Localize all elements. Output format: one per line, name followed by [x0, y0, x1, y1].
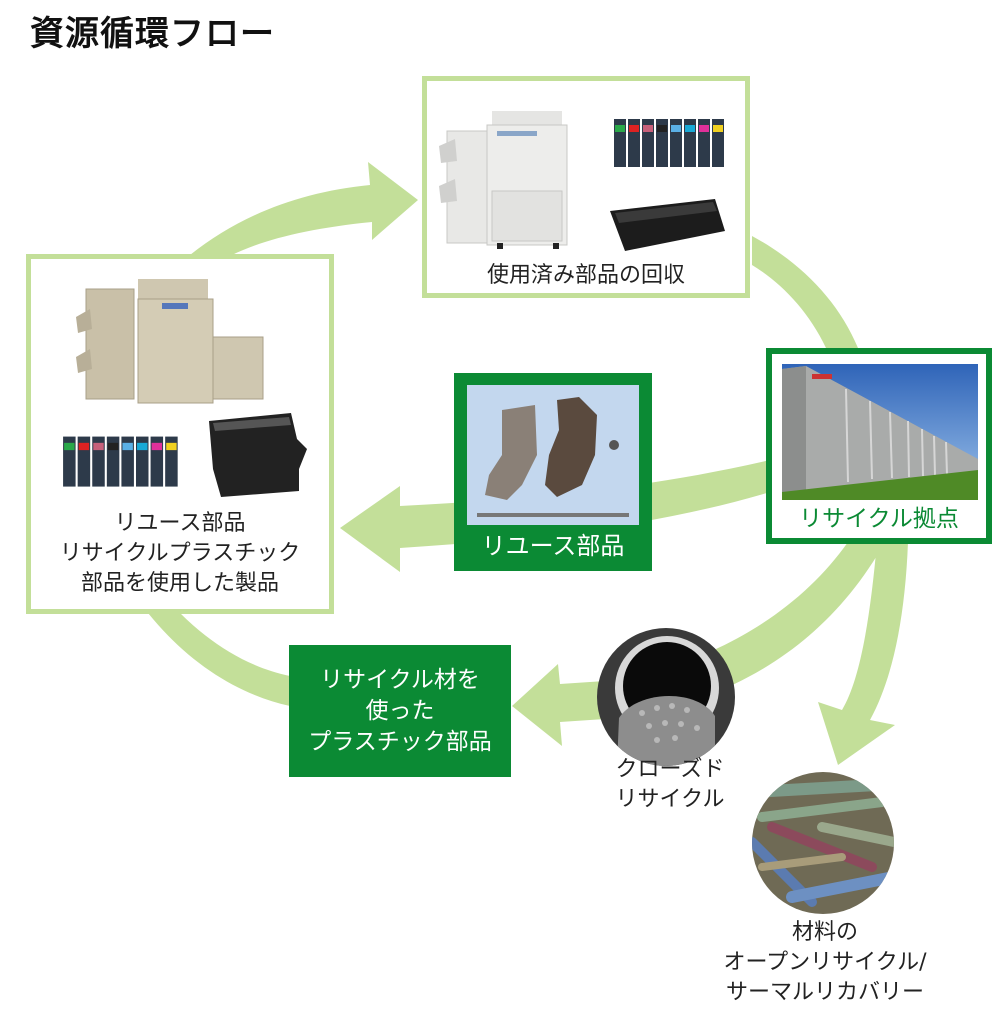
products-label-3: 部品を使用した製品 [80, 571, 279, 596]
recycled-plastic-label-3: プラスチック部品 [308, 729, 492, 755]
open-recycle-label-1: 材料の [791, 920, 858, 945]
open-recycle-label-2: オープンリサイクル/ [723, 950, 927, 975]
copier-image [76, 279, 264, 404]
node-recycled-plastic: リサイクル材を 使った プラスチック部品 [289, 645, 511, 777]
products-label-2: リサイクルプラスチック [59, 541, 301, 566]
node-recycling-center: リサイクル拠点 [766, 348, 992, 544]
recycling-center-label: リサイクル拠点 [799, 506, 959, 532]
node-collection: 使用済み部品の回収 [422, 76, 750, 298]
toner-cartridge-image [610, 199, 725, 251]
arrow-products-to-collection [190, 162, 418, 255]
copier-image [439, 111, 568, 249]
node-products: リユース部品 リサイクルプラスチック 部品を使用した製品 [26, 254, 334, 614]
open-recycle-label-3: サーマルリカバリー [725, 980, 924, 1005]
plastic-pellets-image [597, 628, 735, 766]
metal-parts-image [467, 385, 639, 525]
closed-recycle-label-1: クローズド [615, 757, 725, 782]
arrow-plastic-to-products [148, 613, 290, 706]
arrow-collection-to-center [752, 236, 858, 348]
node-reuse-parts: リユース部品 [454, 373, 652, 571]
products-label-1: リユース部品 [114, 511, 246, 536]
recycled-plastic-label-2: 使った [365, 698, 435, 724]
ink-cartridges-image [614, 119, 724, 167]
open-recycle-label: 材料の オープンリサイクル/ サーマルリカバリー [690, 918, 960, 1008]
factory-building-image [782, 364, 978, 500]
recycled-plastic-label-1: リサイクル材を [320, 667, 480, 693]
collection-label: 使用済み部品の回収 [486, 263, 685, 288]
page-title: 資源循環フロー [30, 14, 275, 54]
closed-recycle-label-2: リサイクル [615, 787, 725, 812]
shredded-material-image [752, 772, 894, 914]
closed-recycle-label: クローズド リサイクル [580, 755, 760, 815]
reuse-parts-label: リユース部品 [481, 532, 625, 560]
ink-cartridges-image [63, 436, 178, 487]
arrow-center-to-open [818, 542, 908, 765]
toner-cartridge-image [209, 413, 307, 497]
